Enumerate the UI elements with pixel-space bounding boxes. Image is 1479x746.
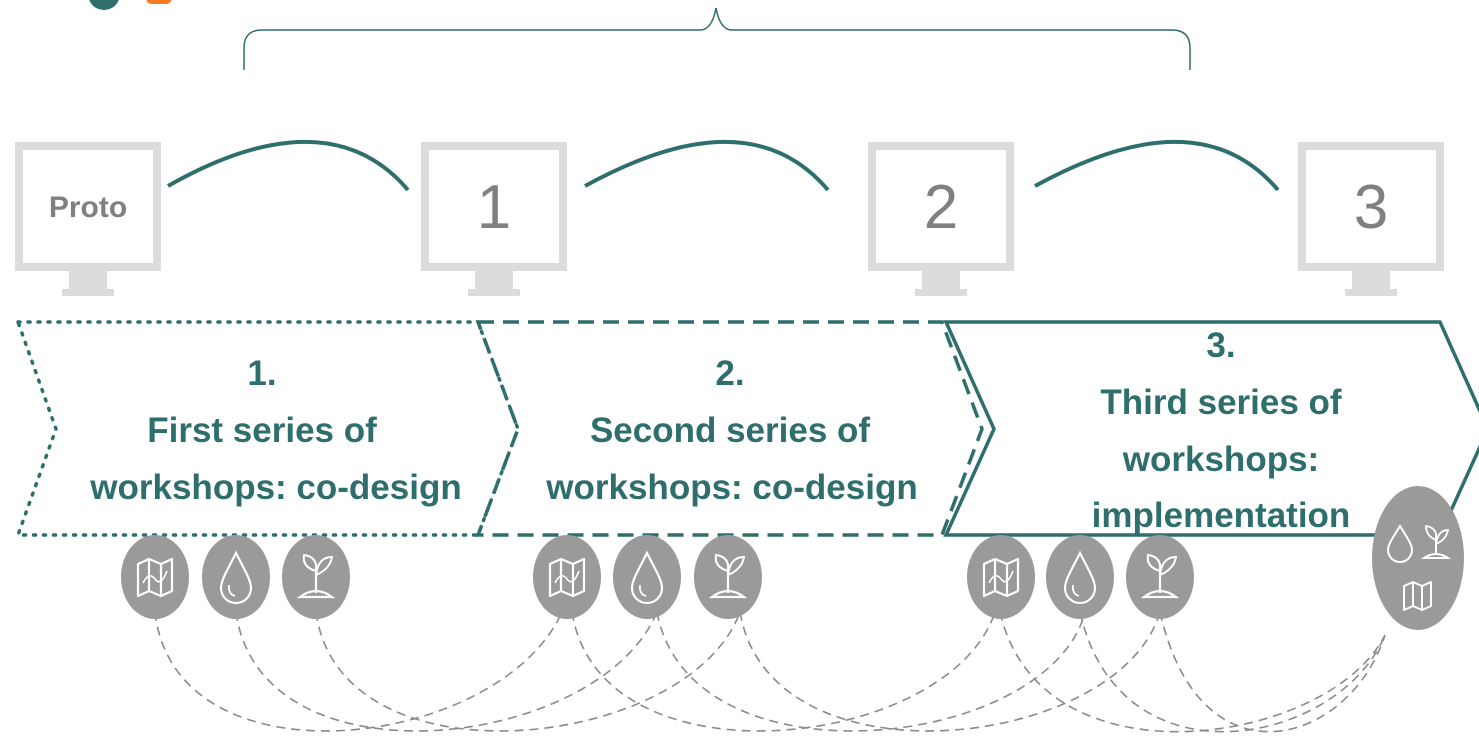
phase-line: workshops: bbox=[1122, 440, 1319, 479]
dashed-links bbox=[154, 611, 1386, 733]
monitor-stand bbox=[475, 271, 513, 291]
phase-line: implementation bbox=[1092, 496, 1351, 535]
monitor-2: 2 bbox=[868, 142, 1014, 296]
phase-number: 3. bbox=[1206, 326, 1235, 365]
sprout-icon bbox=[282, 535, 350, 619]
icon-group-3 bbox=[967, 535, 1194, 619]
water-drop-icon bbox=[202, 535, 270, 619]
phase-line: First series of bbox=[147, 411, 377, 450]
water-drop-icon bbox=[613, 535, 681, 619]
phase-chevron-3: 3. Third series of workshops: implementa… bbox=[943, 320, 1479, 537]
monitor-base bbox=[468, 289, 520, 296]
sprout-icon bbox=[694, 535, 762, 619]
monitor-3: 3 bbox=[1298, 142, 1444, 296]
phase-line: workshops: co-design bbox=[545, 468, 917, 507]
logo-orange-mark bbox=[146, 0, 172, 4]
phase-chevron-1: 1. First series of workshops: co-design bbox=[15, 320, 520, 537]
icon-group-1 bbox=[121, 535, 350, 619]
monitor-stand bbox=[922, 271, 960, 291]
connector-arc bbox=[167, 139, 410, 192]
monitor-connectors bbox=[167, 139, 1280, 192]
monitor-stand bbox=[69, 271, 107, 291]
phase-line: Second series of bbox=[590, 411, 870, 450]
monitor-label: 2 bbox=[924, 173, 958, 242]
phase-line: Third series of bbox=[1100, 383, 1342, 422]
monitor-label: 3 bbox=[1354, 173, 1388, 242]
map-icon bbox=[121, 535, 189, 619]
monitor-label: 1 bbox=[477, 173, 511, 242]
phase-number: 1. bbox=[247, 354, 276, 393]
icon-group-4 bbox=[1372, 486, 1464, 630]
sprout-icon bbox=[1126, 535, 1194, 619]
monitor-base bbox=[1345, 289, 1397, 296]
chevron-outline-dashed bbox=[475, 320, 984, 537]
monitor-proto: Proto bbox=[15, 142, 161, 296]
phase-chevron-2: 2. Second series of workshops: co-design bbox=[475, 320, 984, 537]
phase-line: workshops: co-design bbox=[89, 468, 461, 507]
connector-arc bbox=[584, 139, 830, 192]
combined-drop-sprout-map-icon bbox=[1372, 486, 1464, 630]
monitor-label: Proto bbox=[49, 191, 127, 224]
connector-arc bbox=[1034, 139, 1280, 192]
logo bbox=[89, 0, 172, 10]
phase-number: 2. bbox=[715, 354, 744, 393]
icon-group-2 bbox=[533, 535, 762, 619]
water-drop-icon bbox=[1046, 535, 1114, 619]
monitor-stand bbox=[1352, 271, 1390, 291]
top-brace bbox=[243, 7, 1191, 70]
monitor-base bbox=[915, 289, 967, 296]
monitor-1: 1 bbox=[421, 142, 567, 296]
monitor-base bbox=[62, 289, 114, 296]
map-icon bbox=[967, 535, 1035, 619]
map-icon bbox=[533, 535, 601, 619]
